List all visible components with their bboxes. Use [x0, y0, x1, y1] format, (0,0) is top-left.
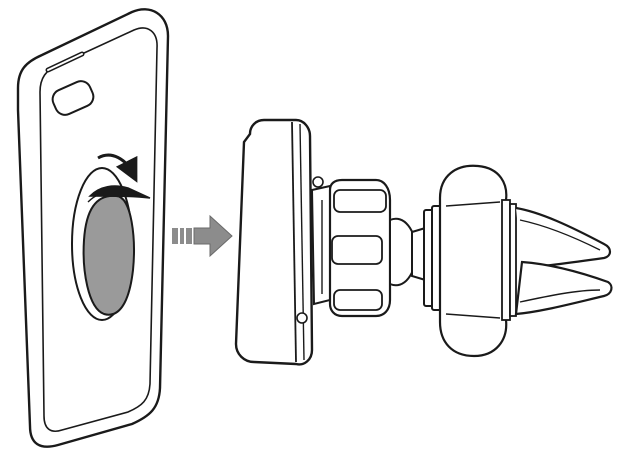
vent-clip-icon [423, 164, 613, 358]
arrow-right-icon [172, 214, 233, 258]
magnet-head-icon [234, 118, 392, 366]
adhesive-plate-icon [71, 167, 151, 321]
curved-arrow-icon [97, 153, 138, 183]
